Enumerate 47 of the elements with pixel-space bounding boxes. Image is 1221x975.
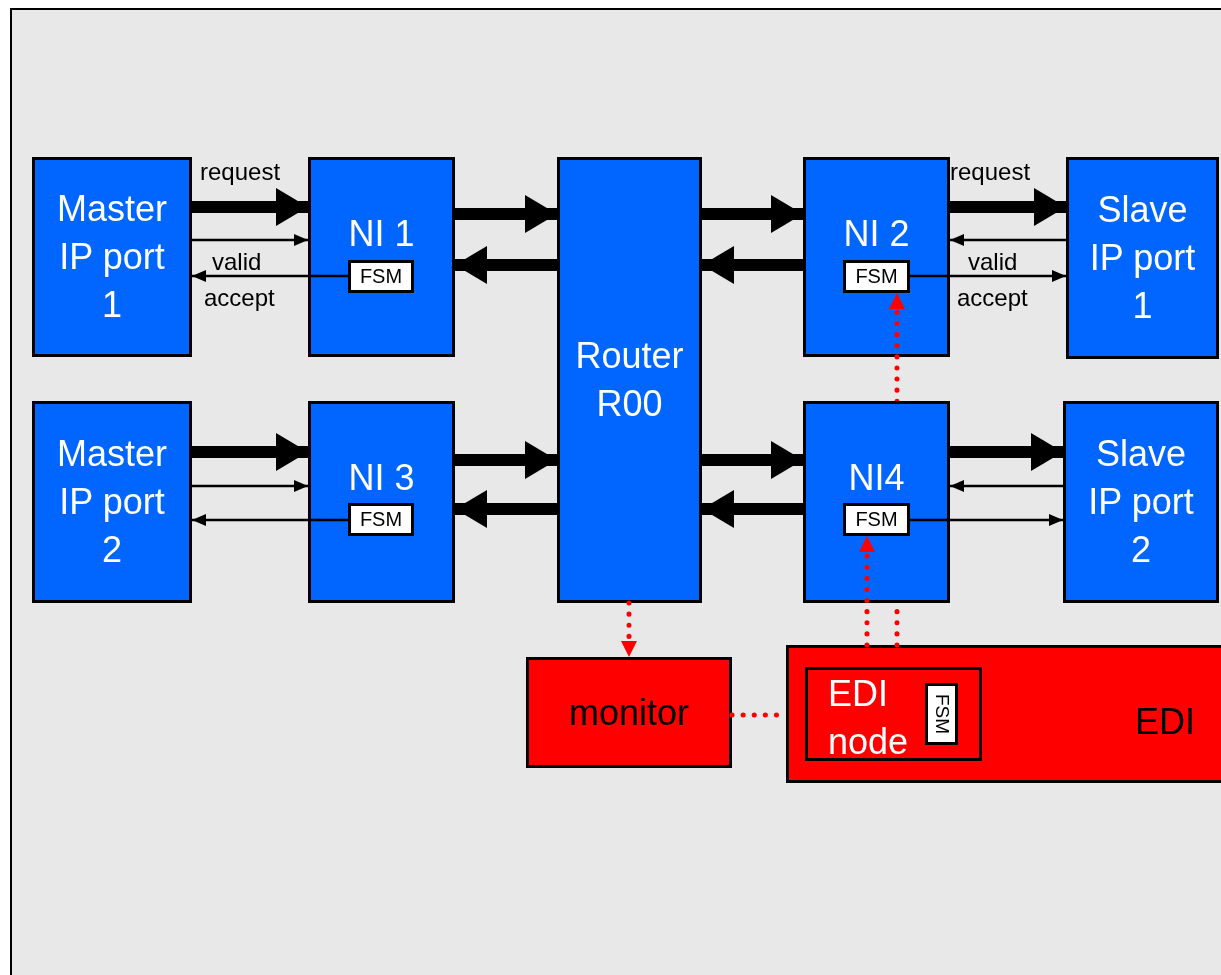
arrow <box>192 270 348 282</box>
signal-label: accept <box>957 284 1028 312</box>
arrow <box>950 234 1066 246</box>
block-label: NI 3 <box>347 456 416 500</box>
arrow <box>192 234 308 246</box>
thick-arrow <box>702 246 803 284</box>
thick-arrow <box>455 490 557 528</box>
fsm-box: FSM <box>348 260 414 293</box>
thick-arrow <box>950 433 1063 471</box>
ip-port-block: Master IP port 1 <box>32 157 192 357</box>
block-label: NI 2 <box>842 212 911 256</box>
block-label: EDI <box>1135 700 1195 744</box>
edi-block <box>786 645 1221 783</box>
arrow <box>950 480 1063 492</box>
arrow <box>910 270 1066 282</box>
thick-arrow <box>702 441 803 479</box>
edi-node-box <box>805 667 982 761</box>
ip-port-block: Slave IP port 2 <box>1063 401 1219 603</box>
network-interface-block <box>803 401 950 603</box>
fsm-box: FSM <box>843 503 910 536</box>
fsm-box: FSM <box>843 260 910 293</box>
network-interface-block <box>803 157 950 357</box>
fsm-box: FSM <box>925 683 958 745</box>
thick-arrow <box>702 490 803 528</box>
router-block: Router R00 <box>557 157 702 603</box>
network-interface-block <box>308 401 455 603</box>
thick-arrow <box>950 188 1066 226</box>
monitor-block: monitor <box>526 657 732 768</box>
network-interface-block <box>308 157 455 357</box>
thick-arrow <box>455 195 557 233</box>
ip-port-block: Master IP port 2 <box>32 401 192 603</box>
thick-arrow <box>702 195 803 233</box>
ip-port-block: Slave IP port 1 <box>1066 157 1219 359</box>
thick-arrow <box>455 246 557 284</box>
block-label: EDI node <box>828 672 910 764</box>
block-label: NI 1 <box>347 212 416 256</box>
signal-label: valid <box>212 248 262 276</box>
arrow <box>192 514 348 526</box>
arrow <box>910 514 1063 526</box>
thick-arrow <box>192 433 308 471</box>
signal-label: accept <box>204 284 275 312</box>
fsm-box: FSM <box>348 503 414 536</box>
thick-arrow <box>192 188 308 226</box>
block-label: NI4 <box>847 456 906 500</box>
thick-arrow <box>455 441 557 479</box>
signal-label: valid <box>968 248 1018 276</box>
arrow <box>192 480 308 492</box>
